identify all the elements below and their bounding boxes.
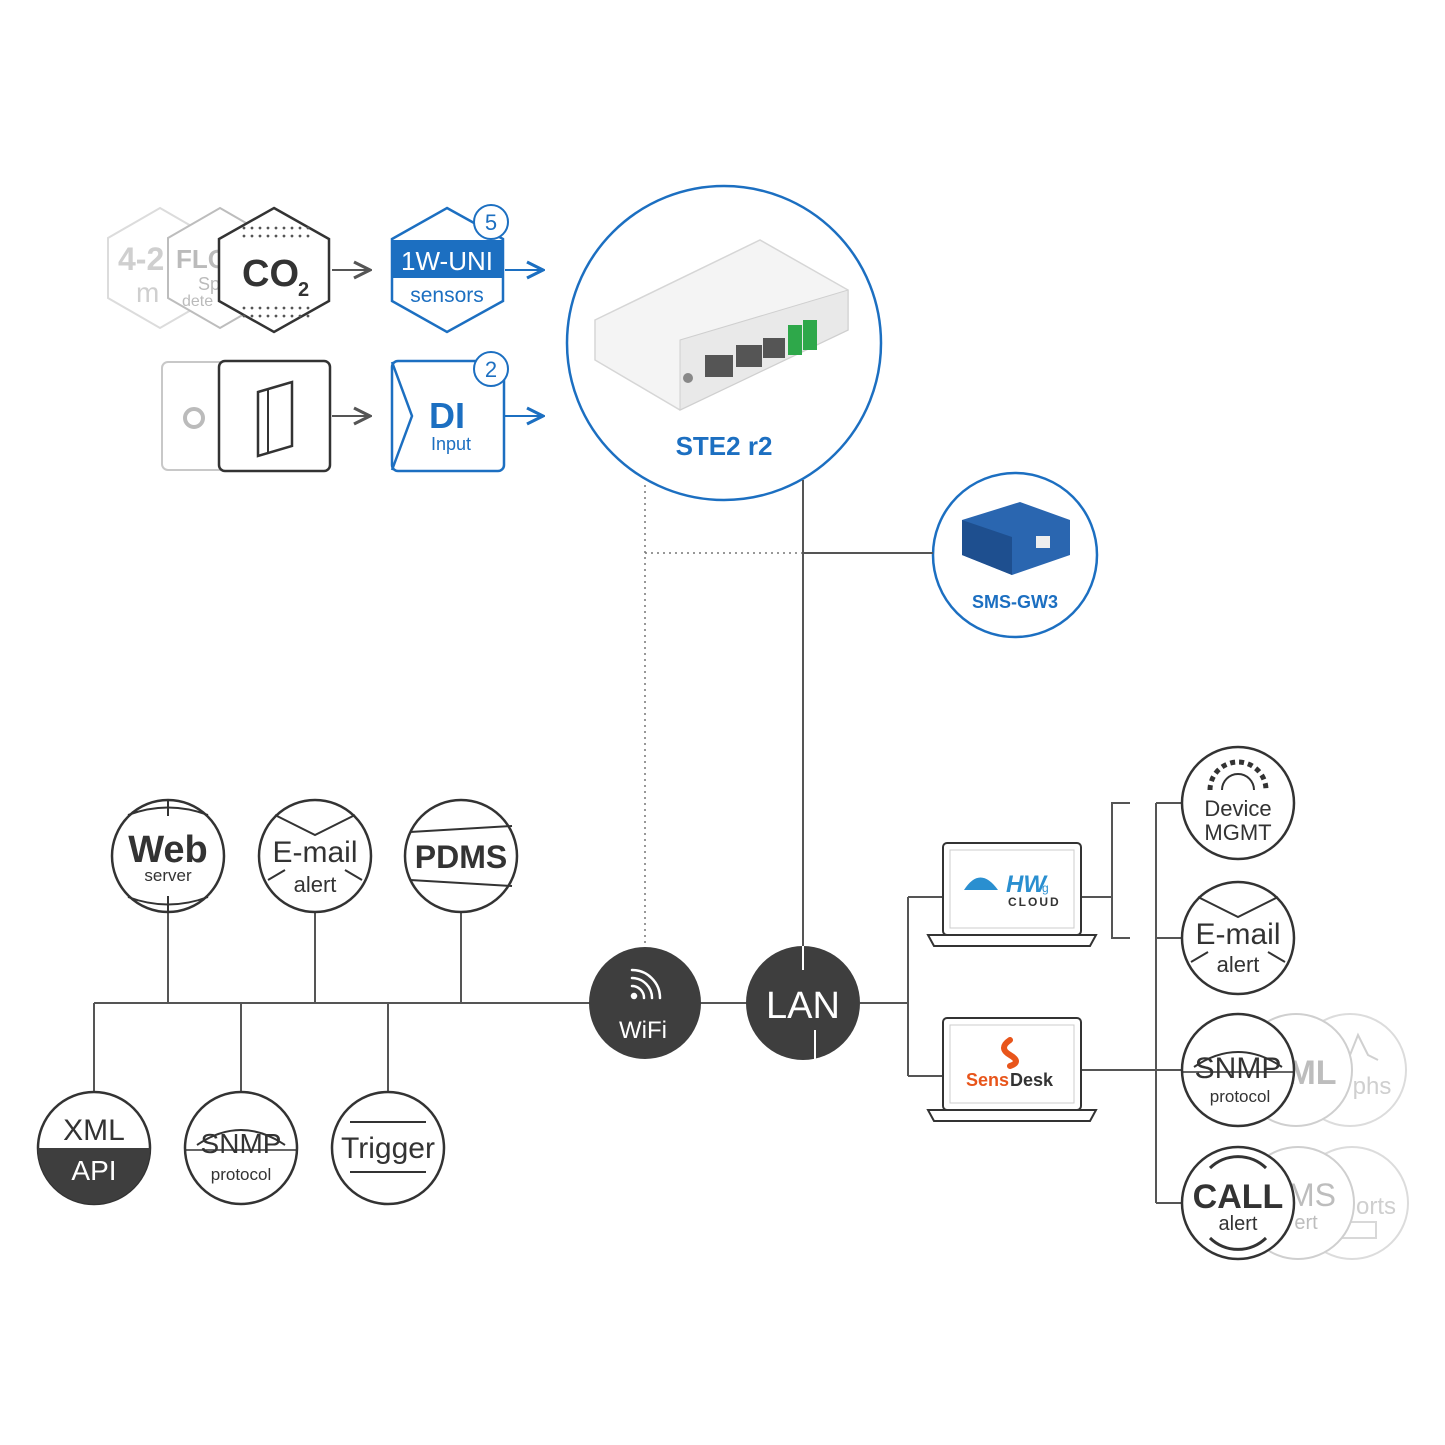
gear-icon	[1207, 759, 1269, 791]
svg-text:MGMT: MGMT	[1204, 820, 1271, 845]
svg-text:Device: Device	[1204, 796, 1271, 821]
svg-text:SNMP: SNMP	[1195, 1052, 1282, 1085]
svg-text:Input: Input	[431, 434, 471, 454]
svg-text:SNMP: SNMP	[201, 1128, 282, 1159]
svg-text:protocol: protocol	[1210, 1087, 1270, 1106]
svg-text:orts: orts	[1356, 1193, 1396, 1220]
email-alert-right-service[interactable]: E-mail alert	[1180, 880, 1296, 996]
lan-hub[interactable]: LAN	[746, 946, 860, 1060]
svg-text:g: g	[1042, 881, 1049, 895]
svg-text:Trigger: Trigger	[341, 1132, 435, 1165]
svg-text:Sp: Sp	[198, 274, 220, 294]
sms-gw3-device[interactable]: SMS-GW3	[931, 471, 1099, 639]
snmp-protocol-service[interactable]: SNMP protocol	[183, 1090, 299, 1206]
trigger-service[interactable]: Trigger	[330, 1090, 446, 1206]
1w-uni-sensors-badge: 1W-UNI sensors 5	[390, 204, 509, 334]
snmp-protocol-right-service[interactable]: SNMP protocol	[1180, 1012, 1296, 1128]
svg-text:WiFi: WiFi	[619, 1017, 667, 1044]
ste2-device[interactable]: STE2 r2	[565, 184, 883, 502]
pdms-service[interactable]: PDMS	[403, 798, 519, 914]
svg-text:MS: MS	[1288, 1177, 1336, 1213]
svg-text:2: 2	[298, 279, 309, 301]
svg-text:HW: HW	[1006, 871, 1048, 898]
svg-text:Desk: Desk	[1010, 1070, 1054, 1090]
svg-text:dete: dete	[182, 293, 213, 310]
svg-text:ert: ert	[1294, 1212, 1318, 1234]
svg-text:protocol: protocol	[211, 1165, 271, 1184]
svg-text:4-2: 4-2	[118, 241, 164, 277]
svg-text:E-mail: E-mail	[272, 836, 357, 869]
svg-text:PDMS: PDMS	[415, 839, 507, 875]
wifi-hub[interactable]: WiFi	[589, 947, 701, 1059]
svg-text:ML: ML	[1287, 1054, 1336, 1092]
svg-text:Sens: Sens	[966, 1070, 1009, 1090]
svg-text:DI: DI	[429, 395, 465, 436]
svg-text:LAN: LAN	[766, 985, 840, 1027]
svg-text:sensors: sensors	[410, 284, 484, 307]
door-icon	[217, 359, 332, 473]
svg-text:SMS-GW3: SMS-GW3	[972, 592, 1058, 612]
svg-text:server: server	[144, 866, 192, 885]
svg-text:alert: alert	[1217, 952, 1260, 977]
di-input-badge: DI Input 2	[390, 351, 509, 473]
call-alert-service[interactable]: CALL alert	[1180, 1145, 1296, 1261]
svg-text:XML: XML	[63, 1114, 125, 1147]
svg-text:1W-UNI: 1W-UNI	[401, 246, 493, 276]
svg-text:E-mail: E-mail	[1195, 918, 1280, 951]
email-alert-service[interactable]: E-mail alert	[257, 798, 373, 914]
sensdesk-laptop[interactable]: Sens Desk	[926, 1017, 1098, 1122]
svg-text:alert: alert	[1219, 1213, 1258, 1235]
svg-text:CO: CO	[242, 253, 299, 295]
hwg-cloud-laptop[interactable]: HW g CLOUD	[926, 842, 1098, 947]
web-server-service[interactable]: Web server	[110, 798, 226, 914]
svg-text:CLOUD: CLOUD	[1008, 895, 1061, 909]
co2-sensor-icon: CO 2	[217, 206, 331, 334]
svg-text:m: m	[136, 277, 159, 308]
svg-text:alert: alert	[294, 872, 337, 897]
svg-text:2: 2	[485, 357, 497, 382]
svg-text:STE2 r2: STE2 r2	[676, 431, 773, 461]
svg-text:API: API	[71, 1155, 116, 1186]
svg-text:phs: phs	[1353, 1073, 1392, 1100]
svg-text:CALL: CALL	[1193, 1178, 1284, 1216]
xml-api-service[interactable]: XML API	[36, 1090, 152, 1208]
svg-text:Web: Web	[128, 829, 208, 871]
svg-text:5: 5	[485, 210, 497, 235]
wifi-icon	[630, 968, 662, 1000]
device-mgmt-service[interactable]: Device MGMT	[1180, 745, 1296, 861]
